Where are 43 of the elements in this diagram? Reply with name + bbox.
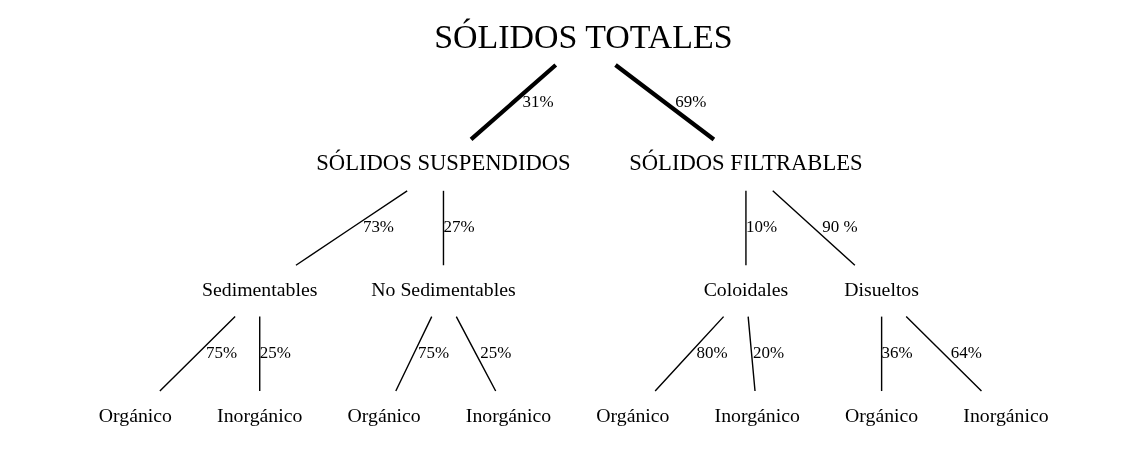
node-text: Sedimentables	[202, 278, 318, 301]
connector	[880, 315, 883, 392]
node-text: SÓLIDOS FILTRABLES	[629, 150, 863, 176]
node-text: Disueltos	[844, 278, 919, 301]
node-text: Inorgánico	[714, 403, 800, 426]
edge-label: 80%	[696, 343, 728, 363]
edge-label: 20%	[753, 343, 785, 363]
edge-label: 90 %	[822, 217, 858, 237]
connector	[614, 63, 716, 142]
connector	[469, 63, 558, 142]
connector	[455, 315, 497, 392]
connector	[772, 190, 856, 266]
node-text: Orgánico	[347, 403, 421, 426]
edge-label: 73%	[362, 217, 394, 237]
connector	[259, 315, 261, 392]
node-text: Inorgánico	[963, 403, 1049, 426]
connector	[295, 190, 408, 266]
edge-label: 25%	[259, 343, 291, 363]
node-text: Orgánico	[98, 403, 172, 426]
edge-label: 64%	[950, 343, 982, 363]
edge-label: 69%	[675, 91, 707, 111]
node-text: Orgánico	[845, 403, 919, 426]
edge-label: 75%	[206, 343, 238, 363]
edge-label: 25%	[480, 343, 512, 363]
connector	[654, 315, 725, 392]
edge-label: 27%	[443, 217, 475, 237]
edge-label: 10%	[745, 217, 778, 237]
edge-label: 75%	[418, 343, 450, 363]
edge-label: 36%	[881, 343, 913, 363]
node-text: SÓLIDOS TOTALES	[434, 18, 733, 56]
node-text: No Sedimentables	[371, 278, 516, 301]
connector	[745, 190, 747, 266]
node-text: Coloidales	[703, 278, 789, 301]
connector	[159, 315, 236, 392]
connector	[747, 315, 756, 392]
connector	[905, 315, 983, 392]
node-text: Inorgánico	[465, 403, 552, 426]
node-text: Orgánico	[596, 403, 670, 426]
node-text: SÓLIDOS SUSPENDIDOS	[316, 150, 571, 176]
node-text: Inorgánico	[217, 403, 303, 426]
edge-label: 31%	[522, 91, 554, 111]
connector	[395, 315, 433, 392]
connector	[442, 190, 445, 266]
